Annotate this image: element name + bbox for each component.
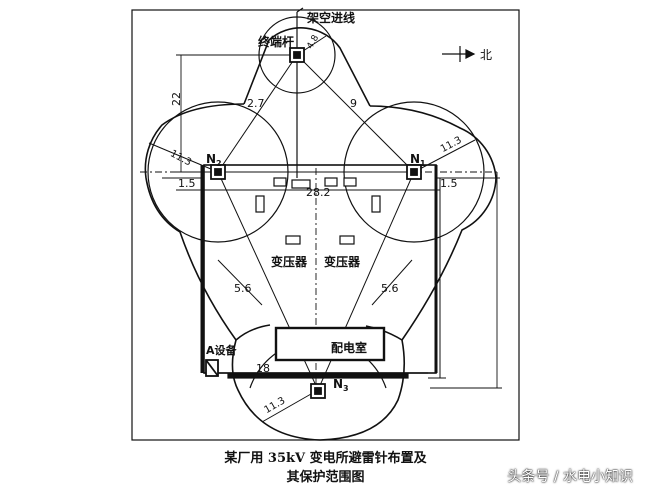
label-north: 北 <box>480 48 492 62</box>
label-dim-56-left: 5.6 <box>234 282 252 295</box>
lightning-rods <box>205 47 422 399</box>
label-dim-18: 18 <box>256 362 270 375</box>
label-n3: N3 <box>333 377 349 393</box>
label-transformer-2: 变压器 <box>324 254 361 269</box>
label-n1: N1 <box>410 152 426 168</box>
watermark: 头条号 / 水电小知识 <box>507 469 633 485</box>
overhead-line <box>296 7 304 178</box>
label-dim-15-right: 1.5 <box>440 177 458 190</box>
north-arrow <box>442 46 476 62</box>
label-dim-56-right: 5.6 <box>381 282 399 295</box>
equipment-blocks <box>227 177 409 379</box>
label-dim-22: 22 <box>170 92 183 106</box>
label-distribution-room: 配电室 <box>331 340 367 355</box>
caption-line-1: 某厂用 35kV 变电所避雷针布置及 <box>224 451 427 466</box>
label-r-n3: 11.3 <box>263 395 288 416</box>
label-dim-9: 9 <box>350 97 357 110</box>
label-terminal-pole: 终端杆 <box>258 34 294 49</box>
substation-fence <box>200 164 438 374</box>
label-dim-282: 28.2 <box>306 186 331 199</box>
caption-line-2: 其保护范围图 <box>286 470 365 485</box>
label-transformer-1: 变压器 <box>271 254 308 269</box>
label-overhead-line: 架空进线 <box>306 10 355 25</box>
boundary-lines <box>162 177 500 379</box>
label-dim-27: 2.7 <box>247 97 265 110</box>
protection-rays <box>148 35 476 423</box>
label-a-equipment: A设备 <box>206 343 238 357</box>
label-dim-15-left: 1.5 <box>178 177 196 190</box>
label-n2: N2 <box>206 152 222 168</box>
label-r-pole: 4.8 <box>305 33 321 51</box>
